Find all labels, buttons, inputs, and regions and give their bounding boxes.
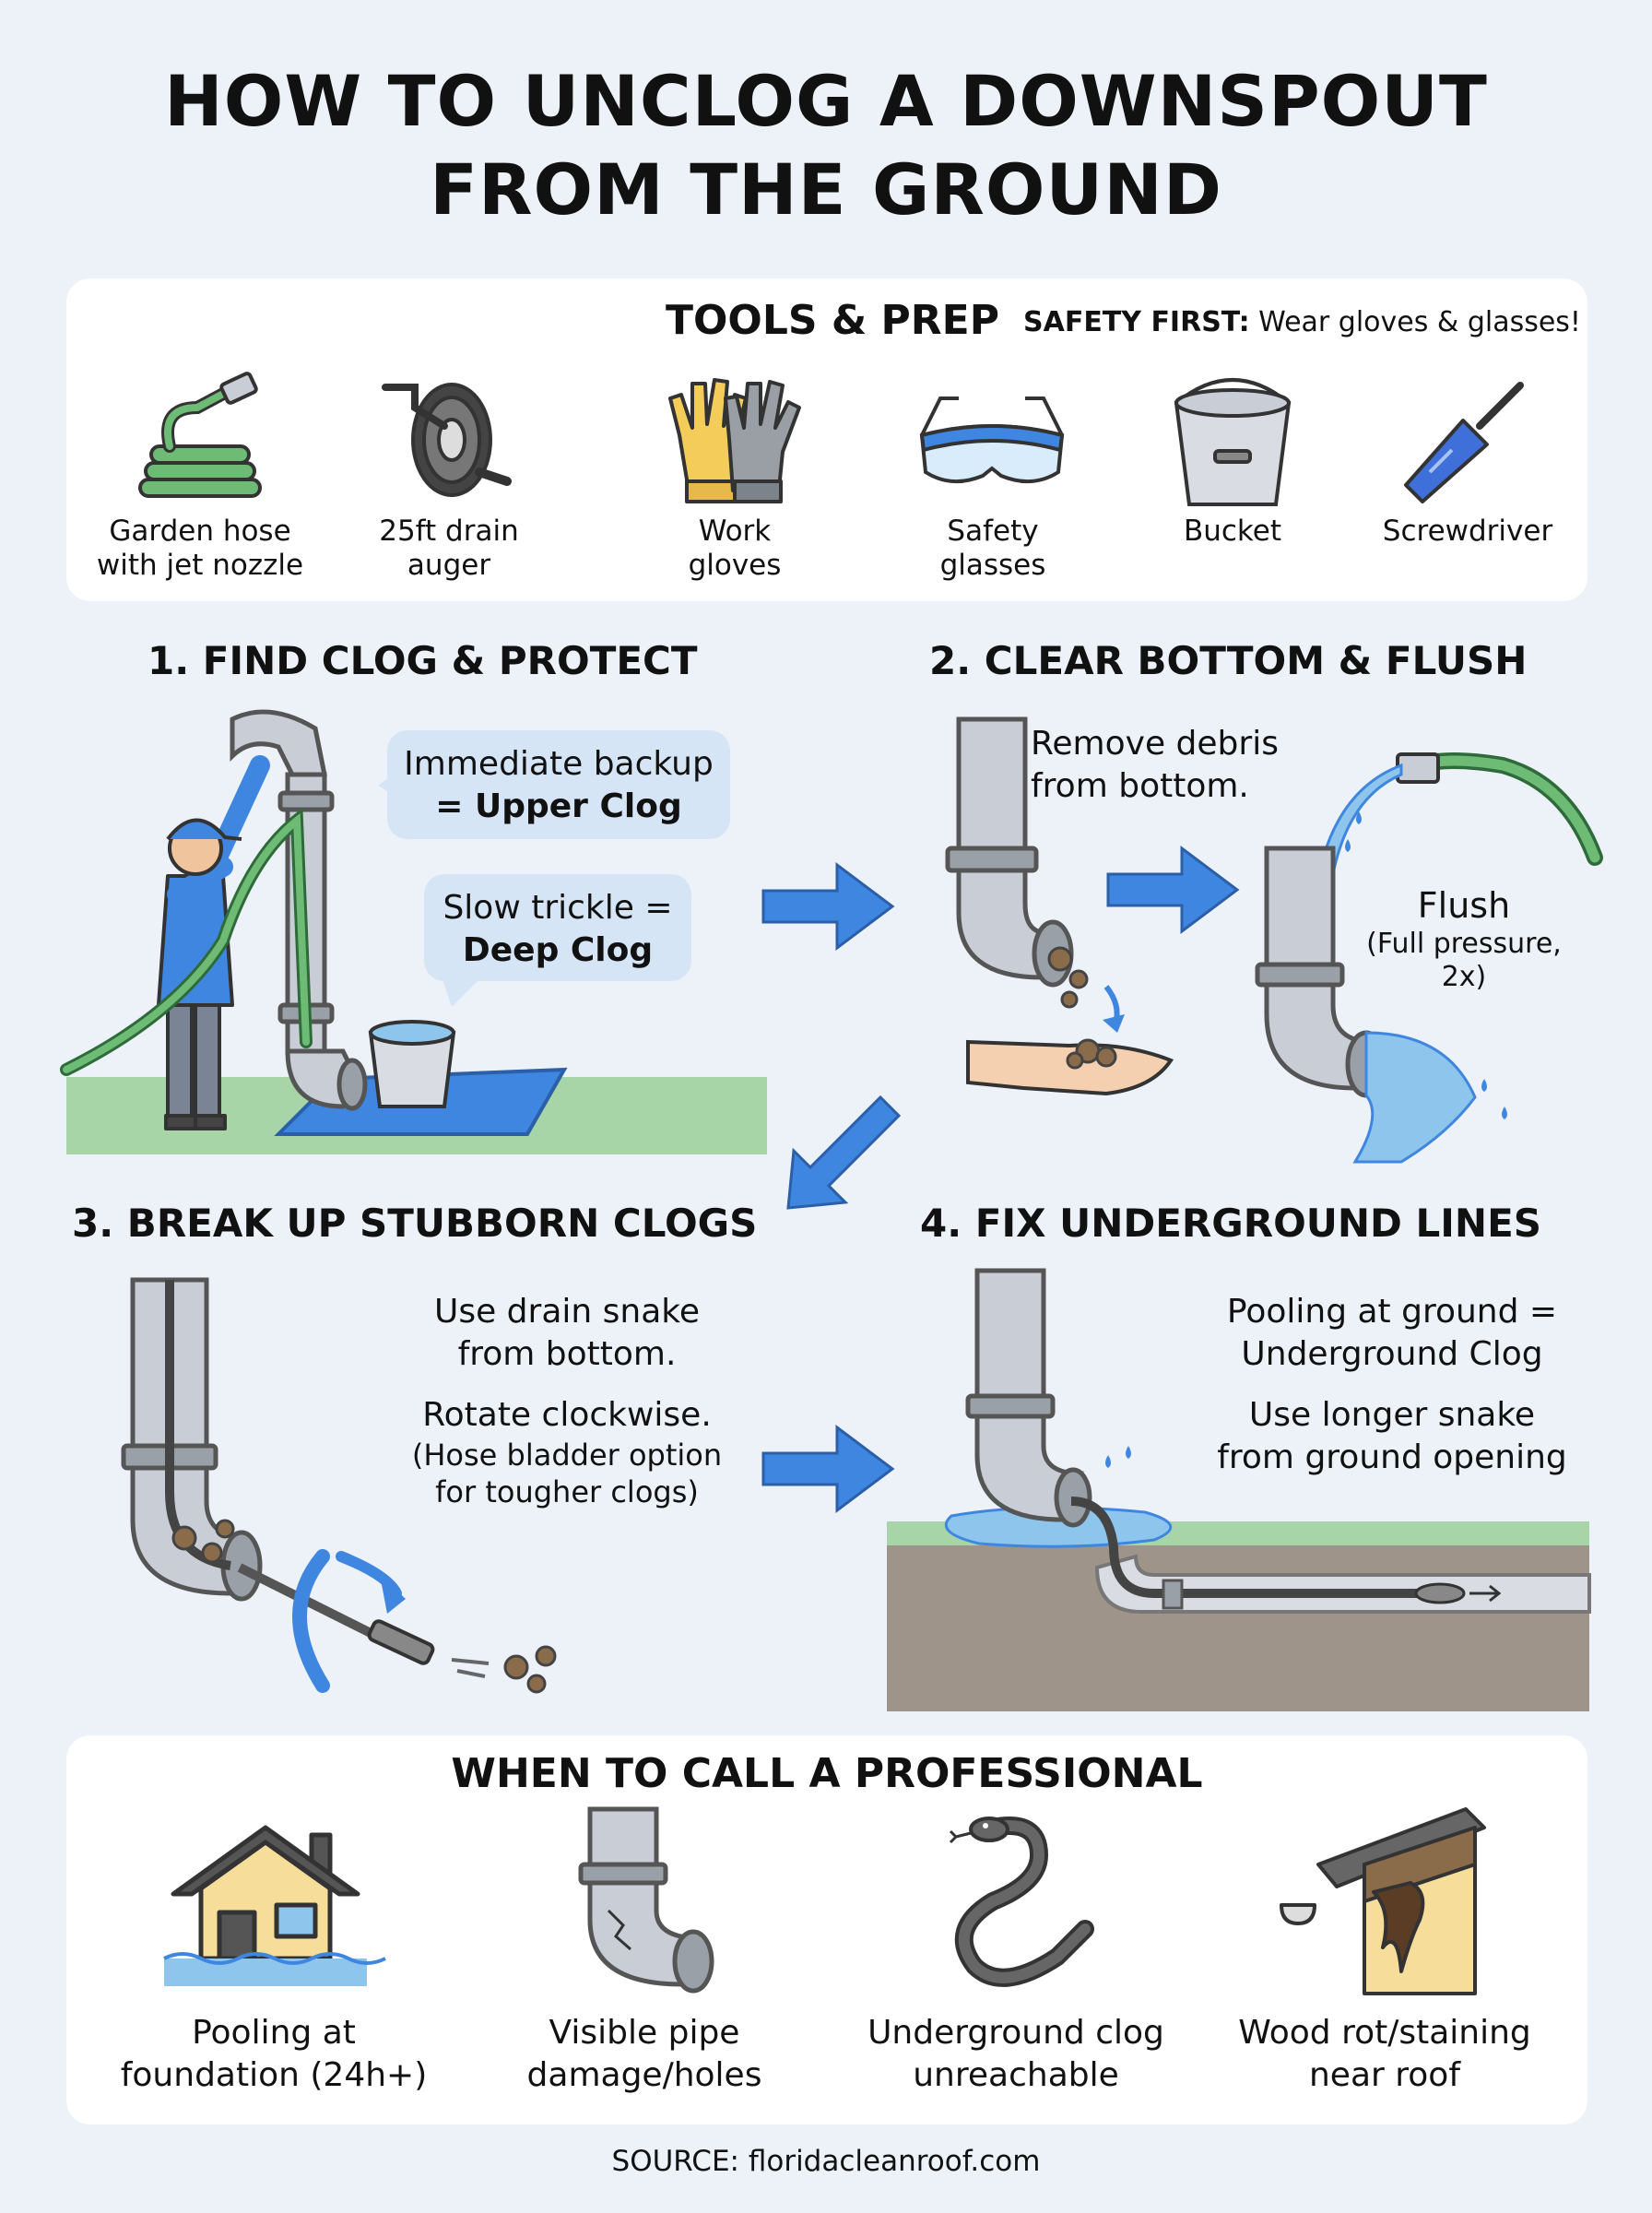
professional-card: WHEN TO CALL A PROFESSIONAL — [66, 1735, 1587, 2124]
drain-snake-icon — [949, 1817, 1094, 1987]
title-line-1: HOW TO UNCLOG A DOWNSPOUT — [164, 60, 1488, 142]
step1-heading: 1. FIND CLOG & PROTECT — [148, 638, 698, 683]
ground-soil — [887, 1521, 1589, 1711]
arrow-right-3 — [761, 1425, 895, 1513]
tool-label-bucket: Bucket — [1183, 515, 1282, 548]
tools-heading: TOOLS & PREP — [666, 297, 999, 344]
step4-text: Pooling at ground = Underground Clog Use… — [1217, 1293, 1567, 1476]
debris-pieces — [1047, 946, 1089, 1009]
safety-note: SAFETY FIRST: Wear gloves & glasses! — [1023, 306, 1581, 338]
page-title: HOW TO UNCLOG A DOWNSPOUT FROM THE GROUN… — [0, 57, 1652, 234]
bucket-icon — [1174, 378, 1292, 506]
safety-text: Wear gloves & glasses! — [1249, 306, 1581, 338]
longer-snake — [1070, 1497, 1422, 1598]
flooded-house-icon — [163, 1825, 386, 1986]
hand-with-debris-icon — [966, 1038, 1174, 1096]
wood-rot-icon — [1280, 1807, 1486, 1995]
tools-card: TOOLS & PREP SAFETY FIRST: Wear gloves &… — [66, 278, 1587, 601]
upper-clog-bubble: Immediate backup = Upper Clog — [387, 730, 730, 839]
step4-heading: 4. FIX UNDERGROUND LINES — [920, 1201, 1542, 1246]
arrow-right-1 — [761, 862, 895, 951]
tool-label-screwdriver: Screwdriver — [1382, 515, 1553, 548]
step1-illustration — [60, 709, 767, 1154]
step4-illustration — [887, 1268, 1591, 1711]
screwdriver-icon — [1404, 382, 1524, 503]
arrow-right-2 — [1106, 846, 1240, 934]
flush-label: Flush (Full pressure, 2x) — [1366, 885, 1562, 993]
arrow-down-left — [786, 1095, 902, 1210]
title-line-2: FROM THE GROUND — [430, 148, 1222, 231]
step2-heading: 2. CLEAR BOTTOM & FLUSH — [929, 638, 1528, 683]
bubble1-tail — [378, 765, 406, 802]
bubble2-tail — [442, 979, 479, 1007]
work-gloves-icon — [668, 378, 801, 503]
step2-bottom-pipe-illustration — [945, 716, 1125, 1033]
safety-label: SAFETY FIRST: — [1023, 306, 1250, 338]
step3-heading: 3. BREAK UP STUBBORN CLOGS — [72, 1201, 758, 1246]
step1-bucket-icon — [368, 1020, 456, 1108]
professional-heading: WHEN TO CALL A PROFESSIONAL — [451, 1750, 1203, 1797]
source-credit: SOURCE: floridacleanroof.com — [611, 2145, 1041, 2178]
step3-text: Use drain snake from bottom. Rotate cloc… — [411, 1293, 723, 1509]
drain-auger-icon — [382, 383, 512, 497]
garden-hose-icon — [138, 372, 262, 498]
cracked-pipe-icon — [578, 1806, 714, 1994]
rotate-clockwise-icon — [292, 1549, 406, 1693]
step2-flush-illustration — [1255, 752, 1603, 1164]
step3-illustration — [121, 1277, 557, 1694]
deep-clog-bubble: Slow trickle = Deep Clog — [424, 874, 691, 981]
safety-glasses-icon — [919, 396, 1065, 484]
person-figure — [157, 755, 270, 1130]
